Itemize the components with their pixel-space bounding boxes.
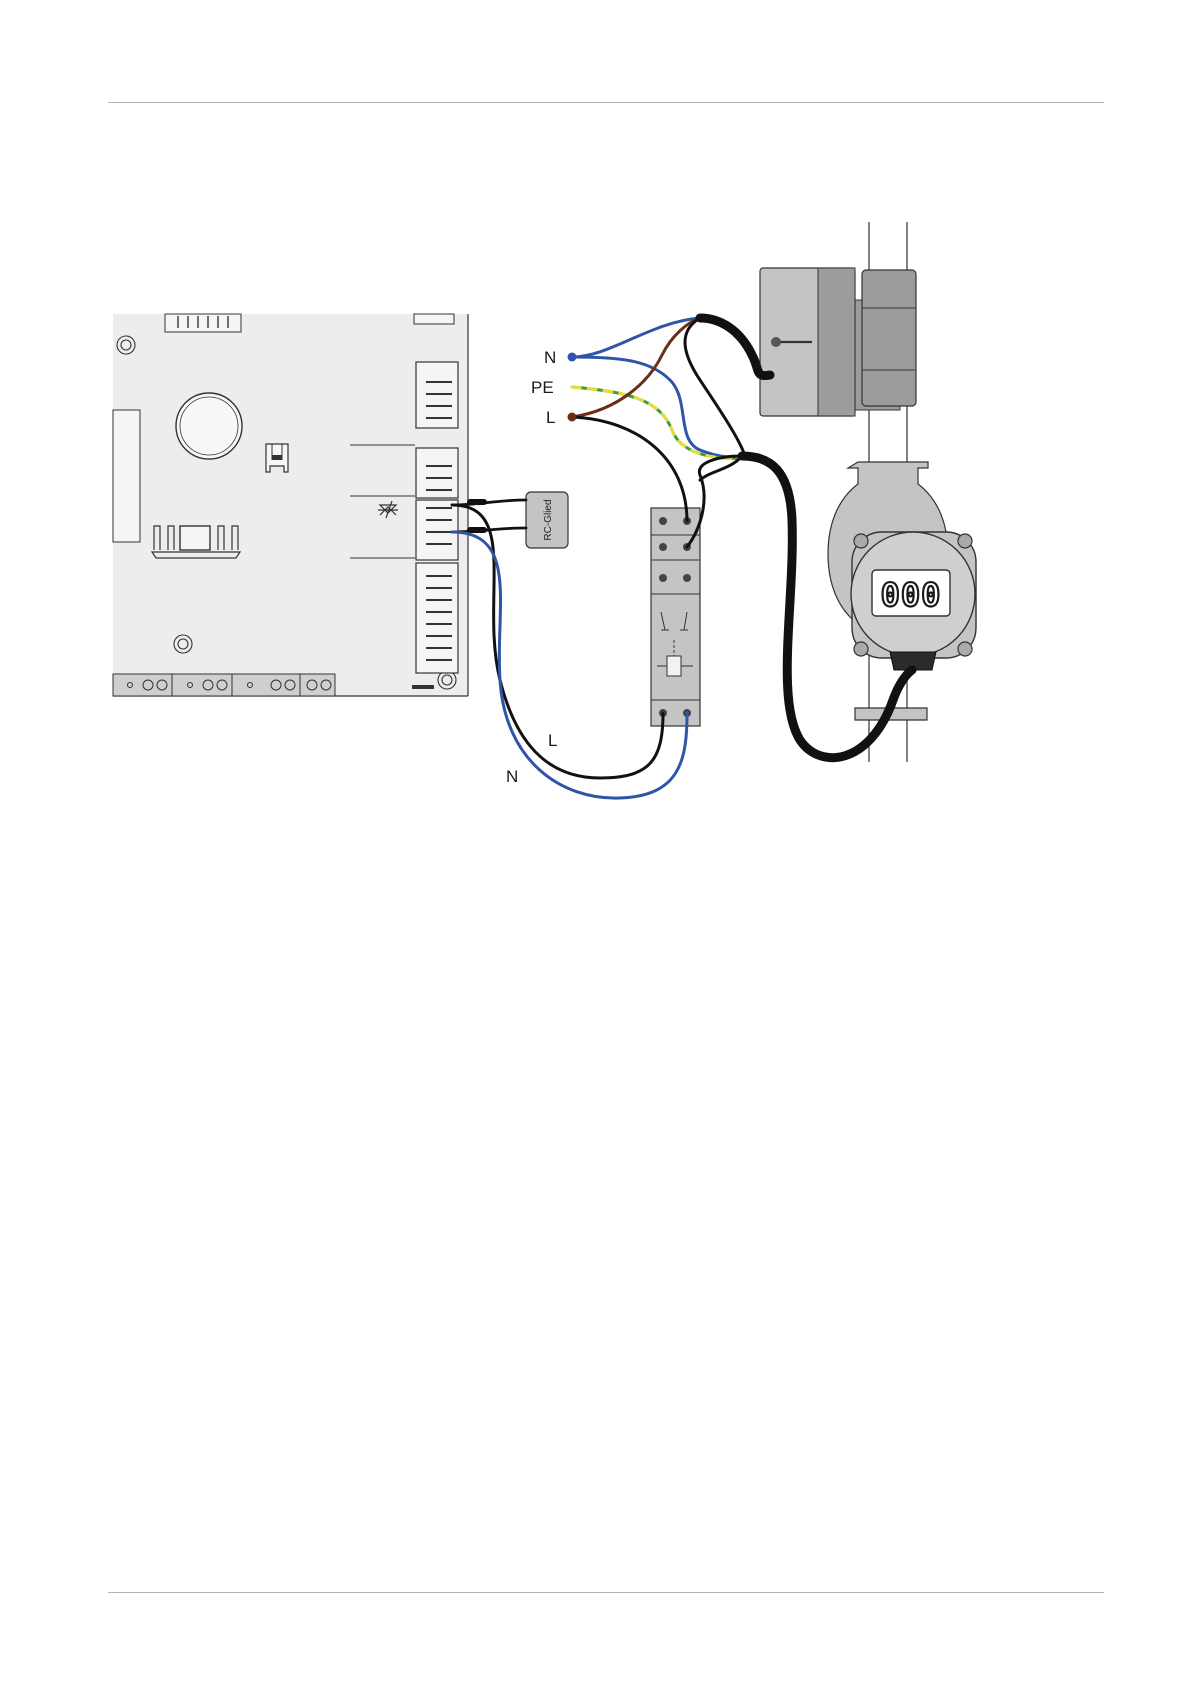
label-l-board: L (548, 731, 557, 750)
terminal-connector (416, 362, 458, 673)
label-l-supply: L (546, 408, 555, 427)
terminal-l (568, 413, 577, 422)
bottom-terminal-strip (113, 674, 335, 696)
control-board (113, 314, 468, 696)
pump-display: 000 (881, 576, 942, 614)
label-n-board: N (506, 767, 518, 786)
wire-supply-n (572, 318, 700, 357)
rc-component-label: RC-Glied (543, 499, 554, 540)
valve-actuator-icon (760, 268, 916, 416)
rc-component: RC-Glied (526, 492, 568, 548)
label-pe-supply: PE (531, 378, 554, 397)
label-n-supply: N (544, 348, 556, 367)
terminal-n (568, 353, 577, 362)
